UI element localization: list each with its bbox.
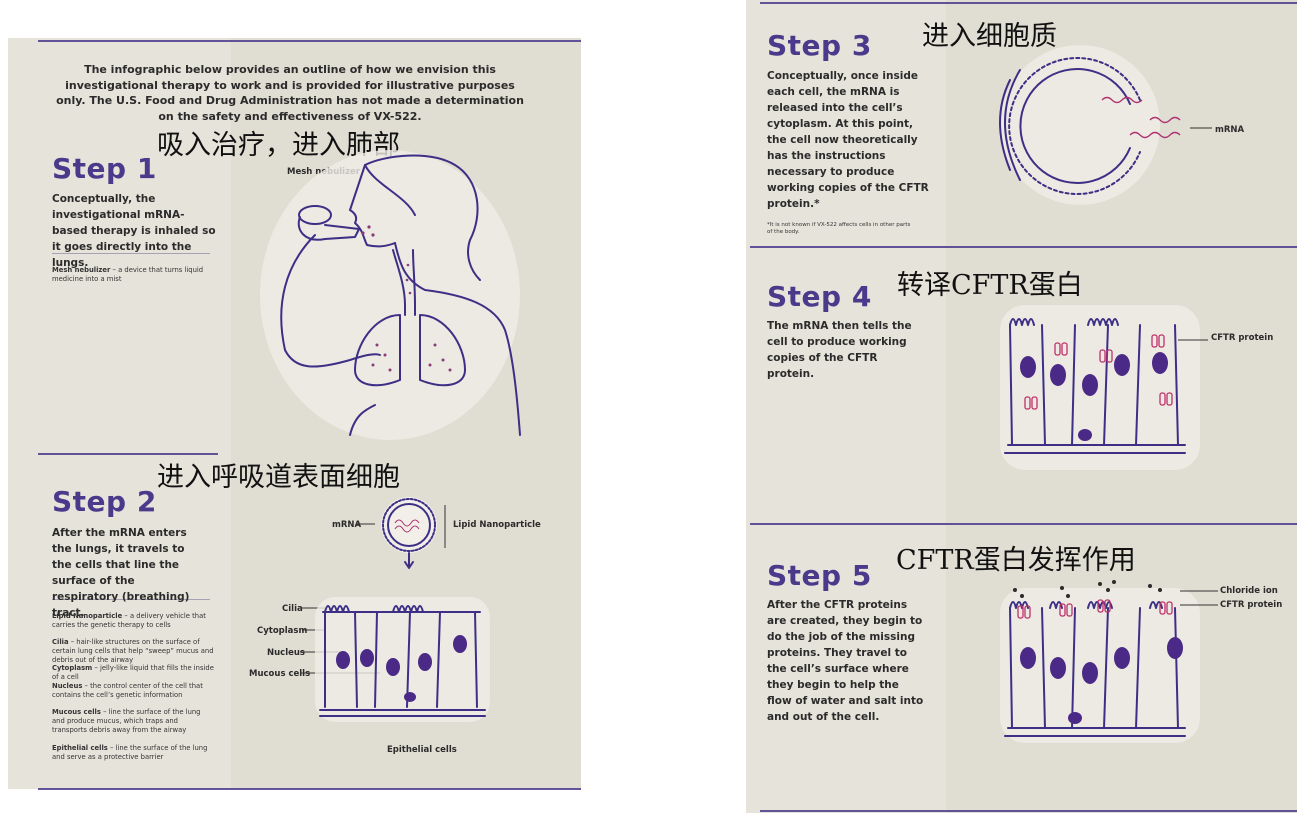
- label-mucous-cells: Mucous cells: [249, 669, 311, 679]
- step2-body: After the mRNA enters the lungs, it trav…: [52, 527, 190, 619]
- def-term: Mucous cells: [52, 708, 101, 716]
- def-text: – line the surface of the lung and produ…: [52, 708, 201, 734]
- def-term: Cytoplasm: [52, 664, 93, 672]
- step2-title: Step 2: [52, 485, 157, 518]
- definition-mucous-cells: Mucous cells – line the surface of the l…: [52, 708, 212, 735]
- step5-title: Step 5: [767, 559, 872, 592]
- label-nucleus: Nucleus: [267, 648, 305, 658]
- step1-definition: Mesh nebulizer – a device that turns liq…: [52, 266, 212, 284]
- step5-chinese-annotation: CFTR蛋白发挥作用: [896, 545, 1136, 576]
- step3-body: Conceptually, once inside each cell, the…: [767, 70, 929, 210]
- label-chloride-ion: Chloride ion: [1220, 586, 1278, 596]
- def-text: – the control center of the cell that co…: [52, 682, 203, 699]
- label-lipid-nanoparticle: Lipid Nanoparticle: [453, 520, 541, 530]
- step4-chinese-annotation: 转译CFTR蛋白: [897, 270, 1083, 301]
- step1-title: Step 1: [52, 152, 157, 185]
- step2-def-divider: [52, 599, 210, 600]
- def-text: – line the surface of the lung and serve…: [52, 744, 208, 761]
- def-term: Epithelial cells: [52, 744, 108, 752]
- definition-nucleus: Nucleus – the control center of the cell…: [52, 682, 212, 700]
- step1-body: Conceptually, the investigational mRNA-b…: [52, 193, 216, 269]
- top-divider: [38, 40, 581, 42]
- intro-disclaimer: The infographic below provides an outlin…: [56, 63, 524, 123]
- step2-chinese-annotation: 进入呼吸道表面细胞: [157, 462, 400, 493]
- def-text: – hair-like structures on the surface of…: [52, 638, 214, 664]
- label-cftr-protein-step4: CFTR protein: [1211, 333, 1274, 343]
- label-leader-lines-step2: [300, 505, 446, 674]
- step5-body: After the CFTR proteins are created, the…: [767, 599, 924, 723]
- step2-divider: [38, 453, 218, 455]
- def-term: Nucleus: [52, 682, 83, 690]
- def-term: Mesh nebulizer: [52, 266, 111, 274]
- step5-divider: [750, 523, 1297, 525]
- lipid-nanoparticle-illustration: [381, 497, 437, 569]
- label-cytoplasm: Cytoplasm: [257, 626, 308, 636]
- label-mrna-step3: mRNA: [1215, 125, 1245, 135]
- right-top-divider: [760, 2, 1297, 4]
- step4-divider: [750, 246, 1297, 248]
- step3-chinese-annotation: 进入细胞质: [922, 21, 1057, 52]
- bottom-divider: [38, 788, 581, 790]
- step4-title: Step 4: [767, 280, 872, 313]
- def-text: – a device that turns liquid medicine in…: [52, 266, 204, 283]
- step4-body: The mRNA then tells the cell to produce …: [767, 320, 912, 380]
- person-inhaling-illustration: [260, 150, 521, 440]
- def-text: – a delivery vehicle that carries the ge…: [52, 612, 206, 629]
- step1-def-divider: [52, 253, 210, 254]
- step3-footnote: *It is not known if VX-522 affects cells…: [767, 222, 911, 235]
- label-epithelial-cells: Epithelial cells: [387, 745, 457, 755]
- label-mrna: mRNA: [332, 520, 362, 530]
- def-text: – jelly-like liquid that fills the insid…: [52, 664, 214, 681]
- definition-lipid-nanoparticle: Lipid Nanoparticle – a delivery vehicle …: [52, 612, 212, 630]
- right-bottom-divider: [760, 810, 1297, 812]
- def-term: Cilia: [52, 638, 69, 646]
- definition-cilia: Cilia – hair-like structures on the surf…: [52, 638, 217, 665]
- def-term: Lipid Nanoparticle: [52, 612, 123, 620]
- epithelial-cells-illustration-step2: [315, 597, 490, 722]
- definition-epithelial-cells: Epithelial cells – line the surface of t…: [52, 744, 212, 762]
- epithelial-cells-cftr-step4: [1000, 305, 1208, 470]
- step3-title: Step 3: [767, 29, 872, 62]
- label-cftr-protein-step5: CFTR protein: [1220, 600, 1283, 610]
- definition-cytoplasm: Cytoplasm – jelly-like liquid that fills…: [52, 664, 217, 682]
- epithelial-cells-chloride-step5: [1000, 580, 1218, 743]
- label-cilia: Cilia: [282, 604, 303, 614]
- cell-membrane-mrna-illustration: [999, 45, 1212, 205]
